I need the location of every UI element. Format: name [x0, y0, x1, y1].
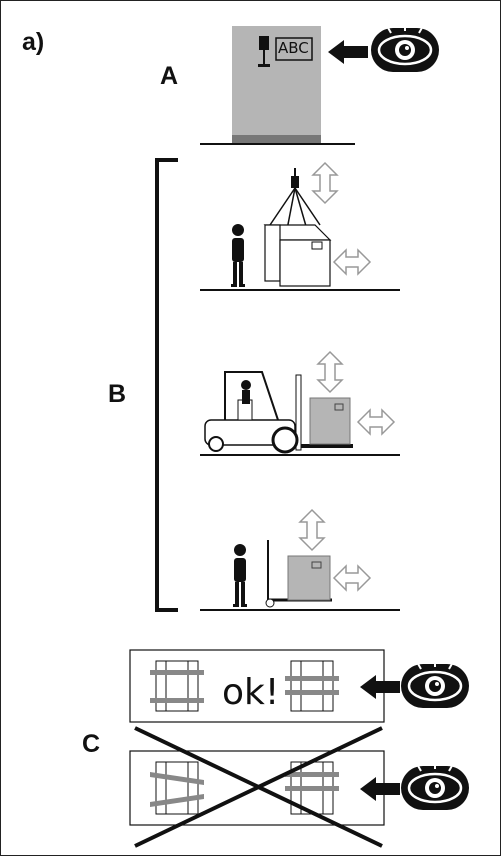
cross-icon: [134, 726, 383, 848]
step-a-scene: [200, 20, 441, 145]
roll-aligned-right: [285, 660, 339, 712]
step-a-label: A: [160, 62, 179, 90]
left-right-arrow-icon: [357, 409, 395, 435]
package-marking-text: ABC: [278, 39, 309, 57]
panel-label: a): [22, 28, 45, 56]
bracket: [155, 158, 178, 612]
fragile-glass-icon: [258, 36, 270, 67]
up-down-arrow-icon: [299, 509, 325, 551]
package-label: [311, 561, 322, 569]
left-right-arrow-icon: [333, 565, 371, 591]
package-box-outline: [263, 224, 332, 287]
label-frame: [275, 37, 313, 61]
left-arrow-icon: [328, 40, 368, 64]
worker-icon: [233, 544, 247, 607]
forklift-icon: [204, 371, 353, 454]
eye-icon: [399, 758, 471, 812]
pallet: [232, 135, 321, 143]
crane-lift-scene: [200, 162, 400, 291]
eye-icon: [399, 656, 471, 710]
up-down-arrow-icon: [312, 162, 338, 204]
pallet-truck-scene: [200, 509, 400, 611]
worker-icon: [231, 224, 245, 287]
incorrect-alignment-panel: [129, 726, 471, 848]
package-label: [334, 403, 344, 411]
forklift-scene: [200, 351, 400, 456]
correct-text: ok!: [222, 672, 280, 713]
package-box: [309, 397, 351, 445]
roll-skewed-left: [150, 761, 204, 815]
left-right-arrow-icon: [333, 249, 371, 275]
step-b-label: B: [108, 380, 127, 408]
roll-aligned-left: [150, 660, 204, 712]
up-down-arrow-icon: [317, 351, 343, 393]
eye-icon: [369, 20, 441, 74]
package-box: [287, 555, 331, 601]
correct-alignment-panel: [129, 649, 471, 723]
step-c-label: C: [82, 730, 101, 758]
